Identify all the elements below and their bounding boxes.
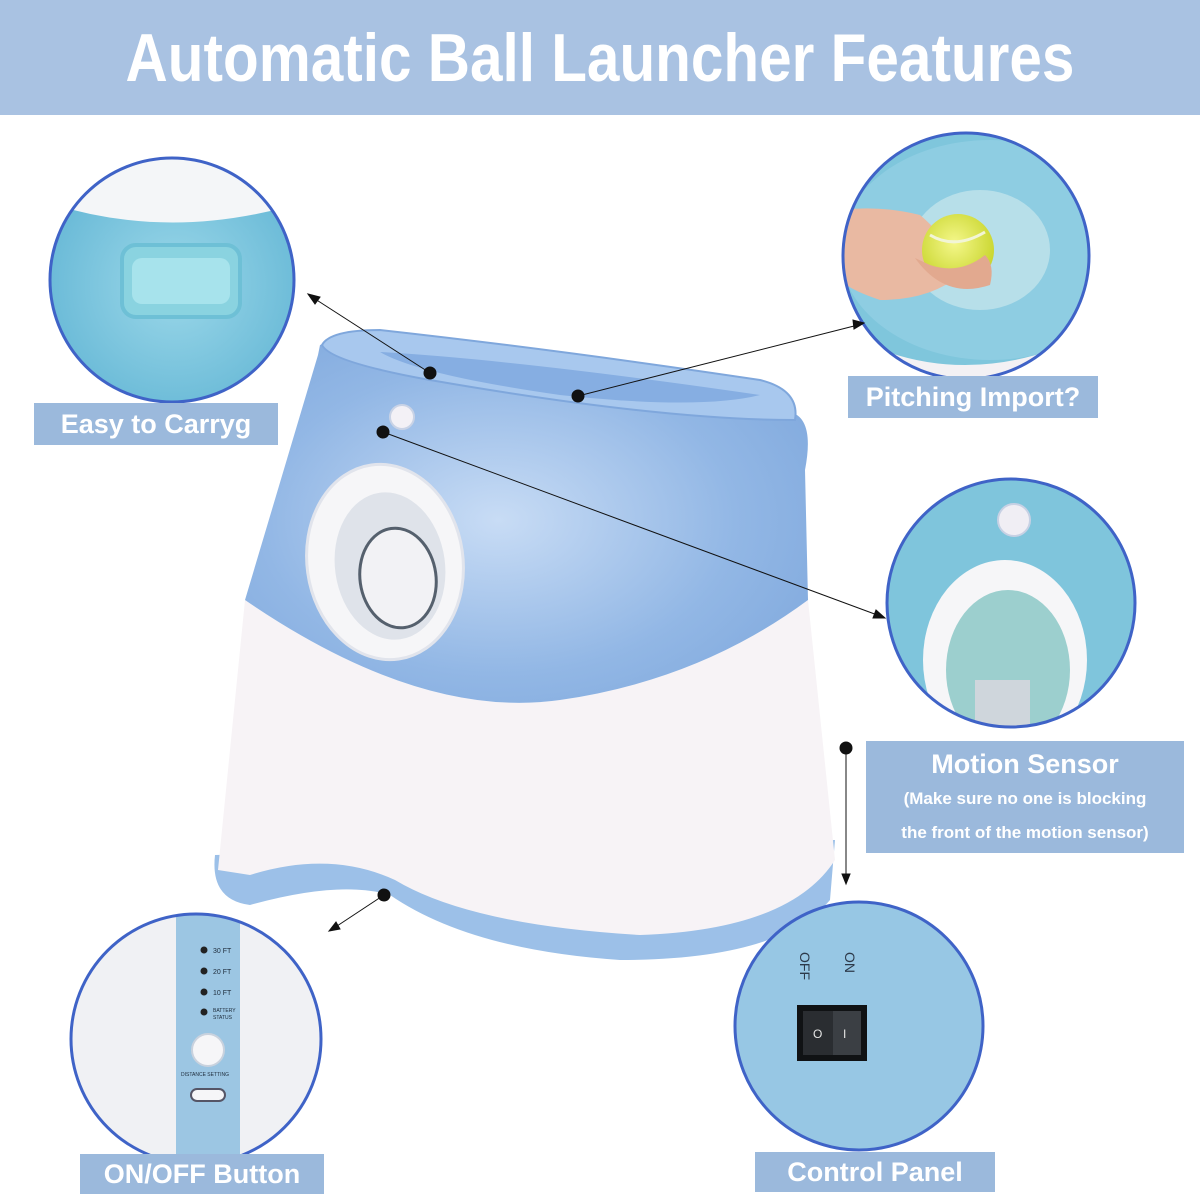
pointer-control-dot <box>839 741 853 755</box>
pointer-carry-dot <box>423 366 437 380</box>
label-motion-note-2: the front of the motion sensor) <box>901 823 1149 842</box>
pointer-motion-arrow <box>872 609 887 619</box>
remote-battery-status-label: STATUS <box>213 1015 233 1021</box>
pointer-motion-dot <box>376 425 390 439</box>
remote-30ft-label: 30 FT <box>213 948 232 955</box>
pointer-onoff-dot <box>377 888 391 902</box>
pointer-lines <box>306 293 887 932</box>
label-motion-sensor-box: Motion Sensor (Make sure no one is block… <box>866 741 1184 853</box>
detail-circle-motion-sensor <box>885 477 1137 729</box>
product-launcher <box>214 328 835 960</box>
detail-circle-handle <box>48 156 296 404</box>
detail-circle-onoff: 30 FT 20 FT 10 FT BATTERY STATUS DISTANC… <box>69 912 323 1166</box>
switch-on-label: ON <box>842 952 858 973</box>
motion-sensor-dot <box>389 404 415 430</box>
label-control-panel: Control Panel <box>755 1152 995 1192</box>
pointer-carry-arrow <box>306 293 321 305</box>
label-motion-note-1: (Make sure no one is blocking <box>903 789 1147 808</box>
pointer-onoff-arrow <box>327 921 341 932</box>
pointer-onoff <box>333 894 385 929</box>
pointer-pitching <box>577 324 859 397</box>
title-banner <box>0 0 1200 115</box>
page-title: Automatic Ball Launcher Features <box>125 19 1075 96</box>
label-motion-sensor: Motion Sensor <box>931 749 1119 779</box>
pointer-motion <box>382 431 881 617</box>
detail-circle-pitching <box>841 131 1091 381</box>
pointer-control-arrow <box>841 873 851 886</box>
label-on-off-button: ON/OFF Button <box>80 1154 324 1194</box>
remote-battery-label: BATTERY <box>213 1008 236 1014</box>
label-easy-to-carry: Easy to Carryg <box>34 403 278 445</box>
pointer-pitching-arrow <box>852 319 866 330</box>
launcher-white-body <box>218 600 835 935</box>
remote-distance-setting-label: DISTANCE SETTING <box>181 1072 229 1078</box>
remote-10ft-label: 10 FT <box>213 990 232 997</box>
switch-symbol-off: O <box>813 1027 822 1041</box>
launcher-wheel <box>358 526 438 630</box>
launcher-hopper <box>380 352 760 403</box>
label-pitching: Pitching Import? <box>848 376 1098 418</box>
switch-off-label: OFF <box>797 952 813 980</box>
remote-20ft-label: 20 FT <box>213 969 232 976</box>
detail-circle-control-panel: OFF ON O I <box>733 900 985 1152</box>
pointer-pitching-dot <box>571 389 585 403</box>
switch-symbol-on: I <box>843 1027 846 1041</box>
pointer-carry <box>311 296 431 374</box>
